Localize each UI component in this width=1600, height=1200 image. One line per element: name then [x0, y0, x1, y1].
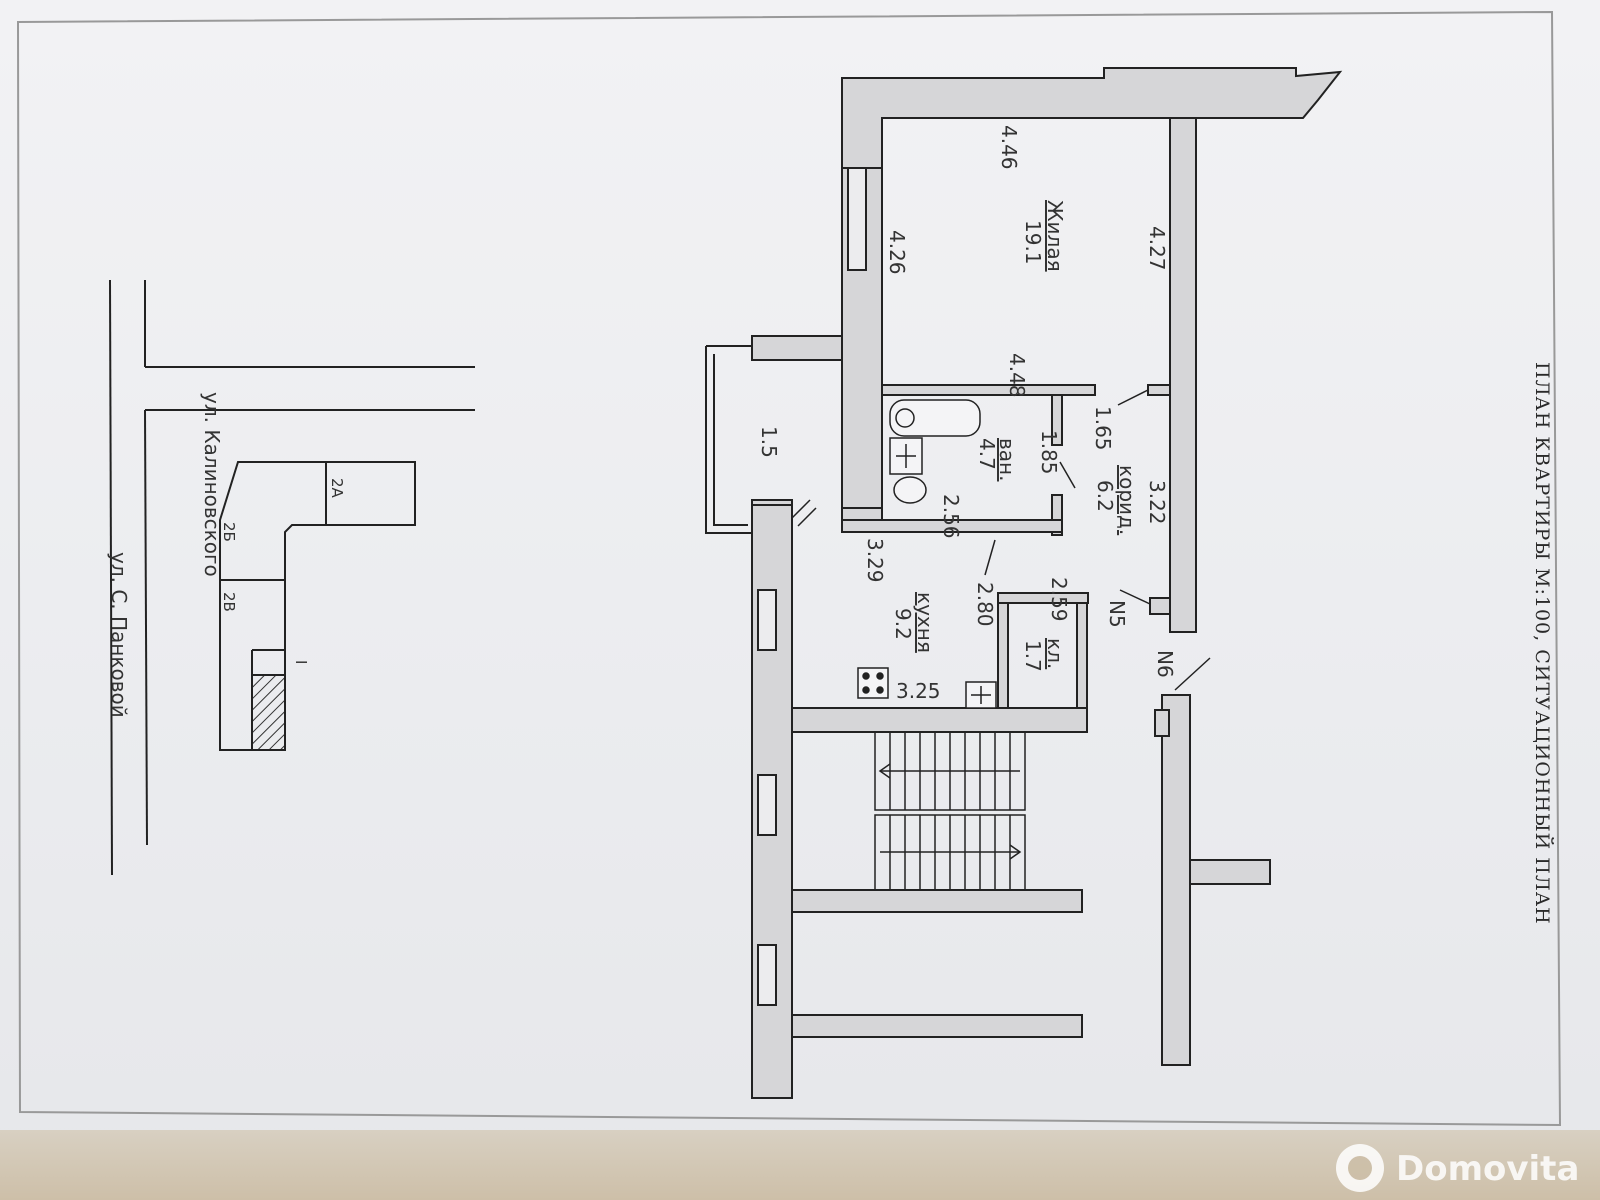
building-footprint — [219, 461, 416, 751]
page-title: ПЛАН КВАРТИРЫ М:100, СИТУАЦИОННЫЙ ПЛАН — [1531, 362, 1554, 925]
sheet-border — [16, 10, 1562, 1127]
balcony-area: 1.5 — [757, 426, 781, 458]
dim-329: 3.29 — [863, 538, 887, 583]
window-stair-2 — [757, 944, 777, 1006]
watermark-text: Domovita — [1396, 1149, 1579, 1189]
stair-wall-mid — [791, 889, 1083, 913]
situation-plan — [109, 279, 475, 876]
dim-427: 4.27 — [1145, 226, 1169, 271]
bath-wall-upper — [1051, 394, 1063, 446]
block-label-2v: 2В — [220, 592, 238, 612]
stair-arrowhead-upper — [878, 763, 891, 779]
corridor-name: корид. — [1115, 465, 1139, 535]
kitchen-area: 9.2 — [891, 608, 915, 640]
partition-bath-kitchen — [841, 519, 1063, 533]
door-balcony-a — [791, 499, 811, 519]
dim-448: 4.48 — [1005, 353, 1029, 398]
dim-165: 1.65 — [1091, 406, 1115, 451]
bathtub-drain-icon — [895, 408, 915, 428]
window-kitchen — [757, 589, 777, 651]
stair-treads — [889, 732, 1011, 890]
living-room-name: Жилая — [1043, 200, 1067, 272]
door-balcony-b — [797, 507, 817, 527]
door-kitchen — [984, 539, 996, 576]
toilet-icon — [893, 476, 927, 504]
partition-living-bath — [881, 384, 1096, 396]
door-lines — [791, 389, 1211, 691]
hatched-section — [251, 674, 286, 751]
kitchen-bottom-wall — [791, 707, 1088, 733]
bath-name: ван. — [995, 438, 1019, 481]
corridor-area: 6.2 — [1093, 480, 1117, 512]
dim-426: 4.26 — [885, 230, 909, 275]
apartment-number-n6: N6 — [1153, 650, 1177, 678]
window-living — [847, 167, 867, 271]
dim-280: 2.80 — [973, 582, 997, 627]
street-line-left-outer — [109, 279, 113, 876]
dim-322: 3.22 — [1145, 480, 1169, 525]
right-lower-stub — [1189, 859, 1271, 885]
stove-icon — [857, 667, 889, 699]
door-bath — [1059, 461, 1076, 489]
top-outer-wall — [841, 67, 1343, 169]
balcony-wall-stub — [751, 335, 843, 361]
staircase — [874, 731, 1026, 891]
closet-name: кл. — [1043, 638, 1067, 669]
street-line-left-bottom — [144, 409, 148, 846]
partition-stub-corridor — [1147, 384, 1171, 396]
dim-185: 1.85 — [1037, 430, 1061, 475]
dim-446: 4.46 — [997, 125, 1021, 170]
bath-area: 4.7 — [975, 438, 999, 470]
plan-labels: 4.46 4.26 4.27 Жилая 19.1 4.48 1.65 1.5 … — [757, 125, 1177, 703]
door-jamb-n5 — [1149, 597, 1171, 615]
closet-left-wall — [997, 602, 1009, 709]
dim-259: 2.59 — [1047, 577, 1071, 622]
right-wall — [1169, 117, 1197, 633]
bath-wall-lower — [1051, 494, 1063, 536]
dim-256: 2.56 — [939, 494, 963, 539]
street-label-pankovoy: ул. С. Панковой — [107, 552, 131, 718]
balcony-inner-outline — [713, 354, 748, 526]
door-jamb-n6 — [1154, 709, 1170, 737]
block-label-2b: 2Б — [220, 522, 238, 542]
balcony-outline — [705, 346, 752, 534]
left-wall-bath-return — [841, 507, 883, 521]
stair-arrowhead-lower — [1009, 844, 1022, 860]
dim-325: 3.25 — [896, 679, 941, 703]
living-room-area: 19.1 — [1021, 220, 1045, 265]
kitchen-name: кухня — [913, 592, 937, 653]
street-label-kalinovsky: ул. Калиновского — [200, 392, 224, 577]
block-label-2a: 2А — [328, 478, 346, 499]
marker-label-i: I — [292, 660, 310, 664]
table-surface — [0, 1130, 1600, 1200]
apartment-walls — [705, 67, 1343, 1099]
stair-wall-low — [791, 1014, 1083, 1038]
window-stair-1 — [757, 774, 777, 836]
closet-right-wall — [1076, 602, 1088, 709]
right-lower-wall — [1161, 694, 1191, 1066]
closet-top-wall — [997, 592, 1089, 604]
watermark: Domovita — [1336, 1144, 1579, 1192]
closet-area: 1.7 — [1021, 640, 1045, 672]
fixtures — [857, 399, 997, 709]
door-corridor-living — [1117, 389, 1149, 406]
bathtub-icon — [889, 399, 981, 437]
apartment-number-n5: N5 — [1105, 600, 1129, 628]
door-entrance-n6 — [1174, 657, 1211, 691]
door-entrance-n5 — [1119, 589, 1151, 605]
